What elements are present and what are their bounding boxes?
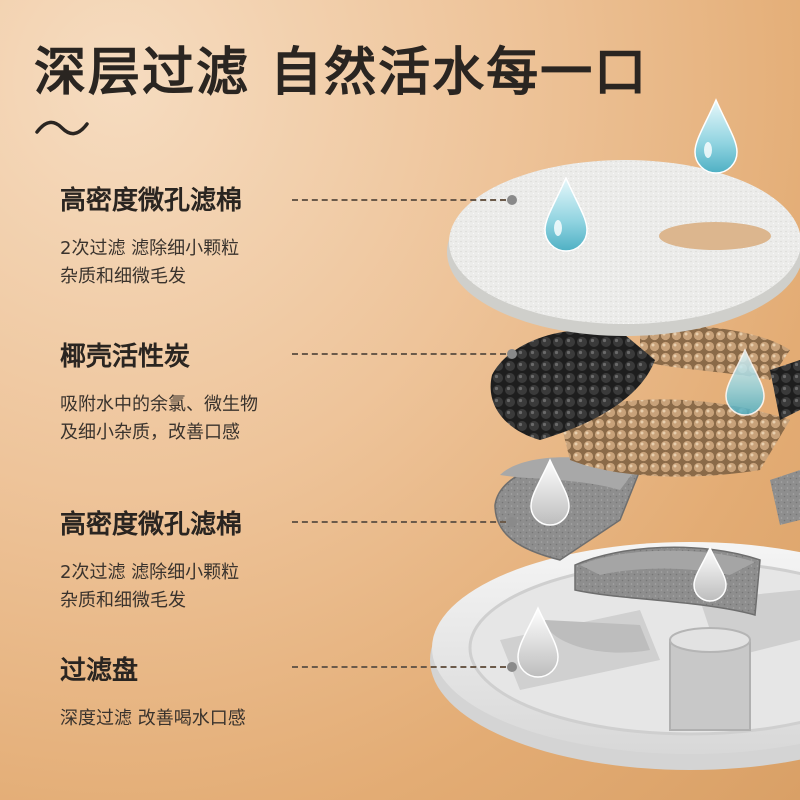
page-title: 深层过滤 自然活水每一口 [34, 43, 649, 103]
top-cotton-filter-disc [447, 160, 800, 336]
layer-title: 高密度微孔滤棉 [60, 510, 243, 540]
leader-dot [507, 517, 517, 527]
layer-label-1: 高密度微孔滤棉 2次过滤 滤除细小颗粒 杂质和细微毛发 [60, 180, 242, 291]
leader-line [292, 199, 506, 201]
water-droplet-icon [694, 98, 738, 174]
water-droplet-icon [517, 606, 559, 678]
layer-description-line: 2次过滤 滤除细小颗粒 [60, 238, 240, 259]
layer-description: 深度过滤 改善喝水口感 [60, 705, 246, 733]
layer-description-line: 深度过滤 改善喝水口感 [60, 708, 246, 729]
layer-description-line: 吸附水中的余氯、微生物 [60, 394, 258, 415]
layer-description: 2次过滤 滤除细小颗粒 杂质和细微毛发 [60, 559, 242, 615]
water-droplet-icon [530, 458, 570, 526]
water-droplet-icon [693, 546, 727, 602]
leader-line [292, 666, 506, 668]
layer-description-line: 2次过滤 滤除细小颗粒 [60, 562, 240, 583]
layer-title: 椰壳活性炭 [60, 342, 191, 372]
layer-title: 高密度微孔滤棉 [60, 186, 243, 216]
layer-description: 吸附水中的余氯、微生物 及细小杂质，改善口感 [60, 391, 258, 447]
layer-label-3: 高密度微孔滤棉 2次过滤 滤除细小颗粒 杂质和细微毛发 [60, 504, 242, 615]
layer-label-2: 椰壳活性炭 吸附水中的余氯、微生物 及细小杂质，改善口感 [60, 336, 258, 447]
water-droplet-icon [725, 348, 765, 416]
layer-label-4: 过滤盘 深度过滤 改善喝水口感 [60, 650, 246, 733]
layer-description-line: 杂质和细微毛发 [60, 590, 186, 611]
leader-dot [507, 349, 517, 359]
layer-description-line: 杂质和细微毛发 [60, 266, 186, 287]
layer-title: 过滤盘 [60, 656, 139, 686]
leader-line [292, 521, 506, 523]
water-droplet-icon [544, 176, 588, 252]
leader-dot [507, 195, 517, 205]
leader-line [292, 353, 506, 355]
tilde-wave-icon [35, 120, 89, 136]
leader-dot [507, 662, 517, 672]
layer-description: 2次过滤 滤除细小颗粒 杂质和细微毛发 [60, 235, 242, 291]
layer-description-line: 及细小杂质，改善口感 [60, 422, 240, 443]
